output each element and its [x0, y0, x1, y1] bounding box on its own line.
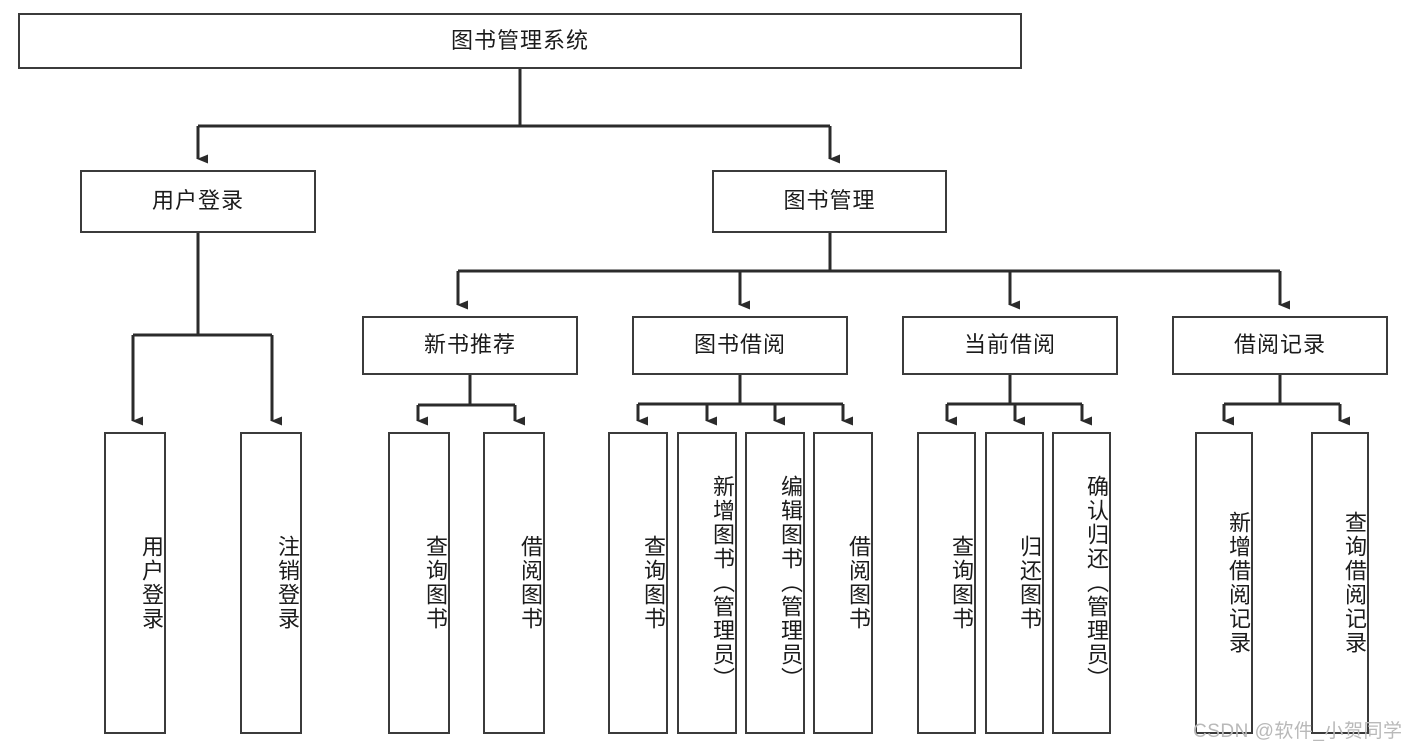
node-leaf-borrow-book-1-label: 借阅图书	[518, 535, 543, 631]
node-leaf-add-book-label: 新增图书（管理员）	[710, 475, 735, 691]
node-leaf-query-book-3-label: 查询图书	[949, 535, 974, 631]
node-leaf-borrow-book-2-label: 借阅图书	[846, 535, 871, 631]
node-borrow-record-label: 借阅记录	[1233, 332, 1326, 358]
node-book-manage-label: 图书管理	[783, 188, 876, 214]
node-user-login-label: 用户登录	[151, 188, 244, 214]
node-leaf-query-book-1[interactable]: 查询图书	[388, 432, 450, 734]
node-leaf-logout-label: 注销登录	[275, 535, 300, 631]
node-root-label: 图书管理系统	[450, 27, 589, 53]
node-leaf-add-book[interactable]: 新增图书（管理员）	[677, 432, 737, 734]
node-leaf-query-book-2[interactable]: 查询图书	[608, 432, 668, 734]
node-leaf-confirm-return-label: 确认归还（管理员）	[1084, 475, 1109, 691]
node-leaf-borrow-book-1[interactable]: 借阅图书	[483, 432, 545, 734]
node-leaf-edit-book[interactable]: 编辑图书（管理员）	[745, 432, 805, 734]
node-leaf-query-book-2-label: 查询图书	[641, 535, 666, 631]
node-book-borrow[interactable]: 图书借阅	[632, 316, 848, 375]
node-leaf-edit-book-label: 编辑图书（管理员）	[778, 475, 803, 691]
csdn-watermark: CSDN @软件_小贺同学	[1193, 721, 1403, 742]
node-leaf-return-book-label: 归还图书	[1017, 535, 1042, 631]
node-leaf-query-book-1-label: 查询图书	[423, 535, 448, 631]
node-root[interactable]: 图书管理系统	[18, 13, 1022, 69]
node-user-login[interactable]: 用户登录	[80, 170, 316, 233]
node-leaf-user-login[interactable]: 用户登录	[104, 432, 166, 734]
node-leaf-add-record[interactable]: 新增借阅记录	[1195, 432, 1253, 734]
node-leaf-user-login-label: 用户登录	[139, 535, 164, 631]
node-leaf-query-book-3[interactable]: 查询图书	[917, 432, 976, 734]
node-leaf-borrow-book-2[interactable]: 借阅图书	[813, 432, 873, 734]
node-book-borrow-label: 图书借阅	[693, 332, 786, 358]
node-leaf-query-record[interactable]: 查询借阅记录	[1311, 432, 1369, 734]
node-borrow-record[interactable]: 借阅记录	[1172, 316, 1388, 375]
node-leaf-logout[interactable]: 注销登录	[240, 432, 302, 734]
node-leaf-return-book[interactable]: 归还图书	[985, 432, 1044, 734]
node-leaf-query-record-label: 查询借阅记录	[1342, 511, 1367, 655]
node-book-manage[interactable]: 图书管理	[712, 170, 947, 233]
node-current-borrow-label: 当前借阅	[963, 332, 1056, 358]
node-current-borrow[interactable]: 当前借阅	[902, 316, 1118, 375]
node-leaf-add-record-label: 新增借阅记录	[1226, 511, 1251, 655]
node-leaf-confirm-return[interactable]: 确认归还（管理员）	[1052, 432, 1111, 734]
node-new-book-rec[interactable]: 新书推荐	[362, 316, 578, 375]
node-new-book-rec-label: 新书推荐	[423, 332, 516, 358]
